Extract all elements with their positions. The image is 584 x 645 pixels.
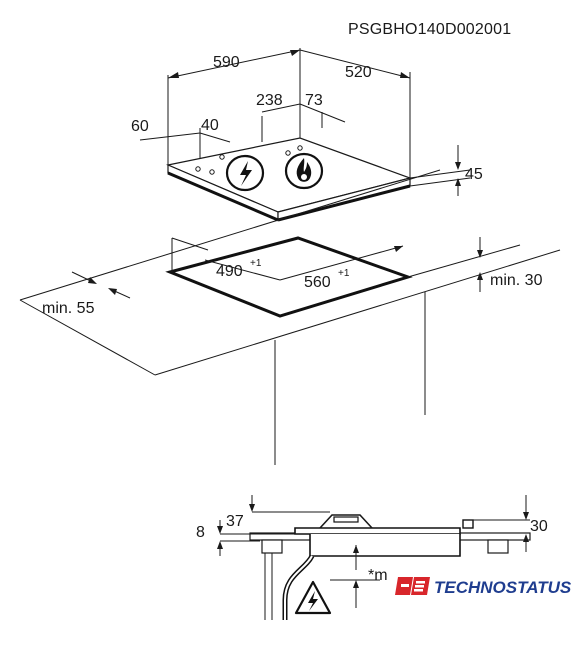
dim-line-cutout-depth <box>204 259 281 281</box>
arrow-head <box>353 580 359 588</box>
arrow-head <box>477 272 483 280</box>
arrow-head <box>353 545 359 553</box>
knob-dot <box>297 145 303 151</box>
section-hob-plate <box>294 527 461 535</box>
dim-section-left-b: 37 <box>226 513 244 530</box>
dim-min-front: min. 55 <box>42 300 95 317</box>
brand-name: TECHNOSTATUS <box>434 578 572 597</box>
section-burner <box>319 514 373 529</box>
worktop-front-edge <box>154 249 561 376</box>
knob-dot <box>209 169 215 175</box>
dim-knob-offset: 40 <box>201 117 219 134</box>
dim-line-cutout-depth-ext <box>171 237 209 251</box>
dim-section-left-a: 8 <box>196 524 205 541</box>
section-support-right <box>487 539 509 554</box>
dim-width: 590 <box>213 54 240 71</box>
arrow-head <box>400 72 410 78</box>
section-gas-pipe-inner <box>284 555 313 620</box>
dim-section-right: 30 <box>530 518 548 535</box>
arrow-head <box>88 277 97 284</box>
electric-warning-icon <box>225 154 265 192</box>
dim-height: 45 <box>465 166 483 183</box>
dim-line-width <box>167 49 301 79</box>
dim-cutout-depth-tol: +1 <box>250 258 262 269</box>
dim-depth: 520 <box>345 64 372 81</box>
worktop-left-edge <box>19 299 156 376</box>
arrow-head <box>290 50 300 56</box>
dim-cutout-width-tol: +1 <box>338 268 350 279</box>
arrow-head <box>217 541 223 549</box>
gas-flame-icon <box>284 152 324 190</box>
dim-section-note: *m <box>368 567 388 584</box>
knob-dot <box>219 154 225 160</box>
arrow-head <box>523 512 529 520</box>
arrow-head <box>108 288 117 295</box>
electric-warning-icon <box>294 580 332 615</box>
arrow-head <box>249 504 255 512</box>
dim-left-margin: 60 <box>131 118 149 135</box>
dim-line-knob <box>199 132 231 143</box>
knob-dot <box>195 166 201 172</box>
dim-cutout-depth: 490 <box>216 263 243 280</box>
hob-bottom-shadow-left <box>167 171 279 222</box>
dim-line-depth <box>299 49 411 79</box>
dim-line-left-margin <box>139 132 201 141</box>
dim-cutout-width: 560 <box>304 274 331 291</box>
arrow-head <box>523 534 529 542</box>
dim-line-burner <box>261 103 301 113</box>
dim-side-offset: 73 <box>305 92 323 109</box>
section-hob-body <box>309 534 461 557</box>
ext-line-min-back <box>407 244 521 278</box>
arrow-head <box>455 162 461 170</box>
arrow-head <box>477 250 483 258</box>
section-knob <box>462 519 474 529</box>
product-code: PSGBHO140D002001 <box>348 21 511 38</box>
dim-min-back: min. 30 <box>490 272 543 289</box>
arrow-head <box>394 246 403 252</box>
arrow-head <box>455 178 461 186</box>
arrow-head <box>217 526 223 534</box>
brand-logo: TECHNOSTATUS <box>395 577 572 597</box>
section-support-left <box>261 539 283 554</box>
arrow-head <box>168 72 179 78</box>
knob-dot <box>285 150 291 156</box>
section-burner-cap <box>333 516 359 523</box>
ext-line-height-bottom <box>409 177 471 187</box>
dim-burner-spacing: 238 <box>256 92 283 109</box>
hob-bottom-shadow <box>277 184 411 222</box>
dim-line-cutout-width <box>279 245 404 281</box>
